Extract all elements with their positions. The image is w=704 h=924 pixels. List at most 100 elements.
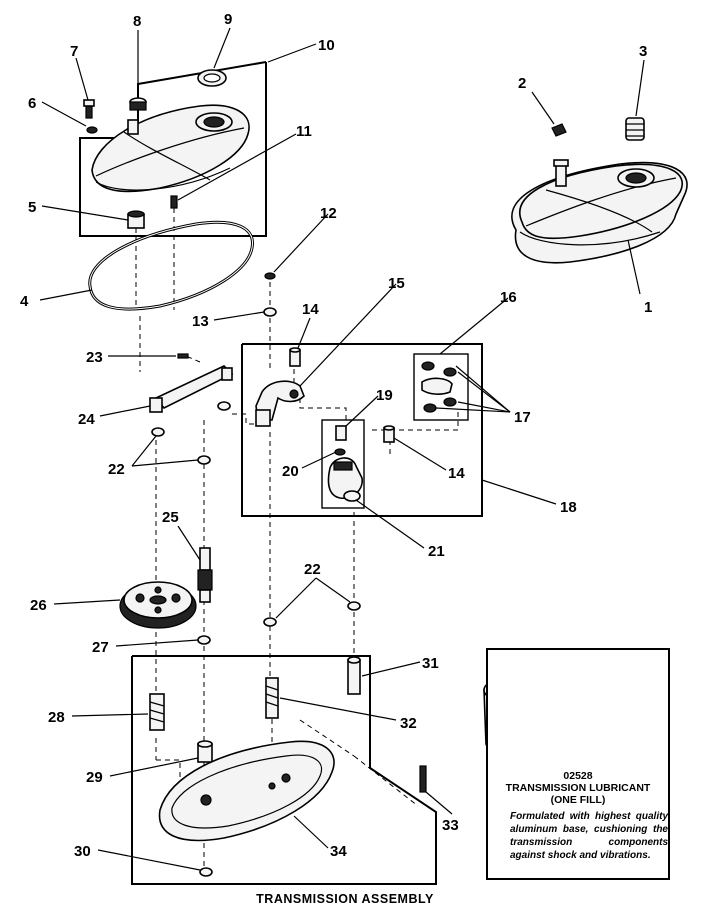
callout-12: 12 [320, 205, 337, 222]
callout-32: 32 [400, 715, 417, 732]
callout-21: 21 [428, 543, 445, 560]
drive-gear-26 [119, 581, 197, 629]
leader-14a [297, 317, 311, 349]
leader-34 [293, 815, 329, 849]
align-line [299, 719, 355, 757]
dowel-33 [419, 765, 427, 793]
align-line [368, 412, 459, 431]
callout-2: 2 [518, 75, 526, 92]
callout-17: 17 [514, 409, 531, 426]
leader-17 [457, 401, 511, 413]
cover-screw-7 [83, 99, 95, 119]
callout-18: 18 [560, 499, 577, 516]
shift-frame [241, 343, 483, 517]
leader-22b [315, 577, 351, 603]
callout-28: 28 [48, 709, 65, 726]
clip-12 [264, 272, 276, 280]
detent-parts-17 [421, 361, 457, 413]
leader-2 [531, 91, 555, 125]
callout-27: 27 [92, 639, 109, 656]
leader-22a [131, 435, 157, 467]
lubricant-part-number: 02528 [563, 770, 593, 782]
leader-16 [439, 297, 509, 355]
callout-7: 7 [70, 43, 78, 60]
leader-13 [213, 311, 265, 321]
callout-25: 25 [162, 509, 179, 526]
leader-21 [355, 499, 425, 549]
washer-13 [263, 307, 277, 317]
callout-22: 22 [304, 561, 321, 578]
plug-30 [199, 867, 213, 877]
input-shaft-25 [197, 547, 213, 603]
spring-32 [265, 677, 279, 719]
washer-20 [334, 448, 346, 456]
lower-transmission-case-34 [158, 740, 335, 842]
callout-33: 33 [442, 817, 459, 834]
washer-6 [86, 126, 98, 134]
spring-28 [149, 693, 165, 731]
page-title: TRANSMISSION ASSEMBLY [256, 892, 434, 906]
callout-31: 31 [422, 655, 439, 672]
callout-19: 19 [376, 387, 393, 404]
callout-29: 29 [86, 769, 103, 786]
callout-23: 23 [86, 349, 103, 366]
callout-14: 14 [302, 301, 319, 318]
pin-19 [335, 425, 347, 441]
leader-20 [301, 451, 337, 469]
callout-10: 10 [318, 37, 335, 54]
leader-7 [75, 57, 89, 101]
callout-3: 3 [639, 43, 647, 60]
washer-22 [197, 455, 211, 465]
screw-23 [177, 353, 189, 359]
washer-22 [263, 617, 277, 627]
align-line [232, 413, 258, 425]
leader-12 [273, 213, 329, 273]
leader-28 [71, 713, 149, 717]
leader-14b [393, 437, 447, 471]
leader-5 [41, 205, 129, 221]
lubricant-name: TRANSMISSION LUBRICANT [505, 782, 651, 794]
leader-22a [131, 459, 199, 467]
leader-27 [115, 639, 199, 647]
leader-33 [425, 791, 453, 815]
leader-9 [213, 27, 231, 69]
pin-11 [170, 195, 178, 209]
leader-11 [177, 133, 297, 201]
leader-18 [481, 479, 557, 505]
washer-22 [217, 401, 231, 411]
upper-transmission-cover [91, 104, 250, 193]
callout-6: 6 [28, 95, 36, 112]
leader-10 [267, 43, 317, 63]
callout-11: 11 [296, 123, 312, 140]
leader-3 [635, 59, 645, 117]
shift-link-24 [149, 365, 234, 413]
leader-17 [435, 407, 511, 413]
bushing-5 [127, 210, 145, 229]
callout-1: 1 [644, 299, 652, 316]
leader-6 [41, 101, 87, 127]
callout-15: 15 [388, 275, 405, 292]
lubricant-note-box: 02528 TRANSMISSION LUBRICANT (ONE FILL) … [486, 648, 670, 880]
shift-lever-3 [625, 117, 645, 141]
leader-29 [109, 757, 199, 777]
callout-9: 9 [224, 11, 232, 28]
leader-1 [627, 239, 641, 295]
fork-subframe [321, 419, 365, 509]
callout-16: 16 [500, 289, 517, 306]
lubricant-description: Formulated with highest quality aluminum… [510, 811, 668, 861]
spacer-14a [289, 347, 301, 367]
callout-14: 14 [448, 465, 465, 482]
leader-25 [177, 525, 201, 561]
lubricant-quantity: (ONE FILL) [550, 794, 606, 806]
pin-31 [347, 656, 361, 695]
gasket-4 [88, 220, 254, 311]
leader-26 [53, 599, 121, 605]
callout-24: 24 [78, 411, 95, 428]
callout-8: 8 [133, 13, 141, 30]
shift-knob-2 [551, 123, 567, 137]
assembled-transmission [511, 159, 688, 264]
leader-4 [39, 289, 93, 301]
leader-31 [361, 661, 421, 677]
washer-22 [151, 427, 165, 437]
